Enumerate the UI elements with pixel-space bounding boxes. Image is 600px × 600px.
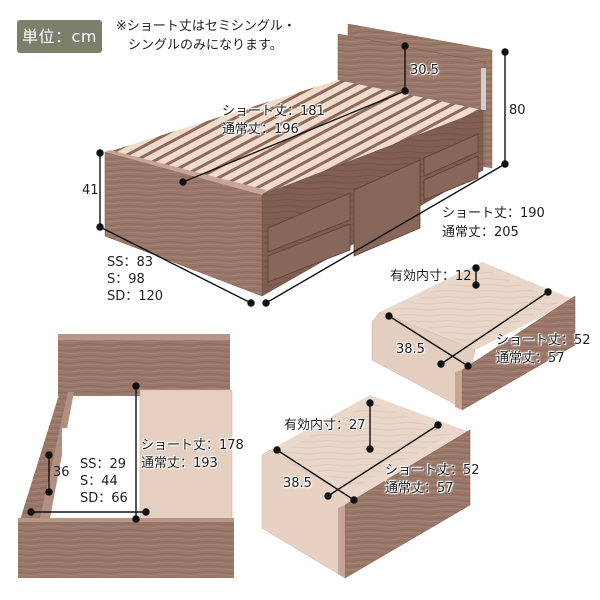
shallow-drawer-length-short-label: ショート丈：52 — [496, 333, 591, 348]
frame-height-label: 41 — [82, 183, 99, 198]
headboard-height-label: 30.5 — [410, 63, 439, 78]
shallow-drawer-depth-label: 有効内寸：12 — [390, 269, 472, 284]
deep-drawer-width-label: 38.5 — [283, 476, 312, 491]
width-sd-label: SD：120 — [107, 289, 164, 304]
inner-length-short-label: ショート丈：181 — [222, 104, 325, 119]
shallow-drawer-width-label: 38.5 — [396, 342, 425, 357]
note-line-1: ※ショート丈はセミシングル・ — [116, 19, 296, 34]
dimension-lines — [27, 42, 552, 523]
deep-drawer-length-short-label: ショート丈：52 — [385, 463, 480, 478]
width-ss-label: SS：83 — [107, 255, 154, 270]
outer-length-normal-label: 通常丈：205 — [442, 225, 519, 240]
total-height-label: 80 — [509, 103, 526, 118]
width-s-label: S：98 — [107, 272, 145, 287]
storage-width-sd-label: SD：66 — [80, 491, 128, 506]
deep-drawer-length-normal-label: 通常丈：57 — [385, 481, 454, 496]
storage-top-view-illustration — [18, 334, 234, 578]
note-line-2: シングルのみになります。 — [128, 38, 283, 53]
storage-width-s-label: S：44 — [80, 474, 118, 489]
storage-width-ss-label: SS：29 — [80, 457, 127, 472]
storage-length-short-label: ショート丈：178 — [141, 438, 244, 453]
short-length-note: ※ショート丈はセミシングル・ シングルのみになります。 — [116, 17, 296, 55]
storage-length-normal-label: 通常丈：193 — [141, 456, 218, 471]
deep-drawer-depth-label: 有効内寸：27 — [284, 418, 366, 433]
unit-badge: 単位：cm — [17, 20, 102, 53]
outer-length-short-label: ショート丈：190 — [442, 206, 545, 221]
bed-illustration — [104, 23, 493, 297]
shallow-drawer-illustration — [371, 262, 576, 411]
inner-length-normal-label: 通常丈：196 — [222, 122, 299, 137]
shallow-drawer-length-normal-label: 通常丈：57 — [496, 351, 565, 366]
side-depth-label: 36 — [53, 465, 70, 480]
